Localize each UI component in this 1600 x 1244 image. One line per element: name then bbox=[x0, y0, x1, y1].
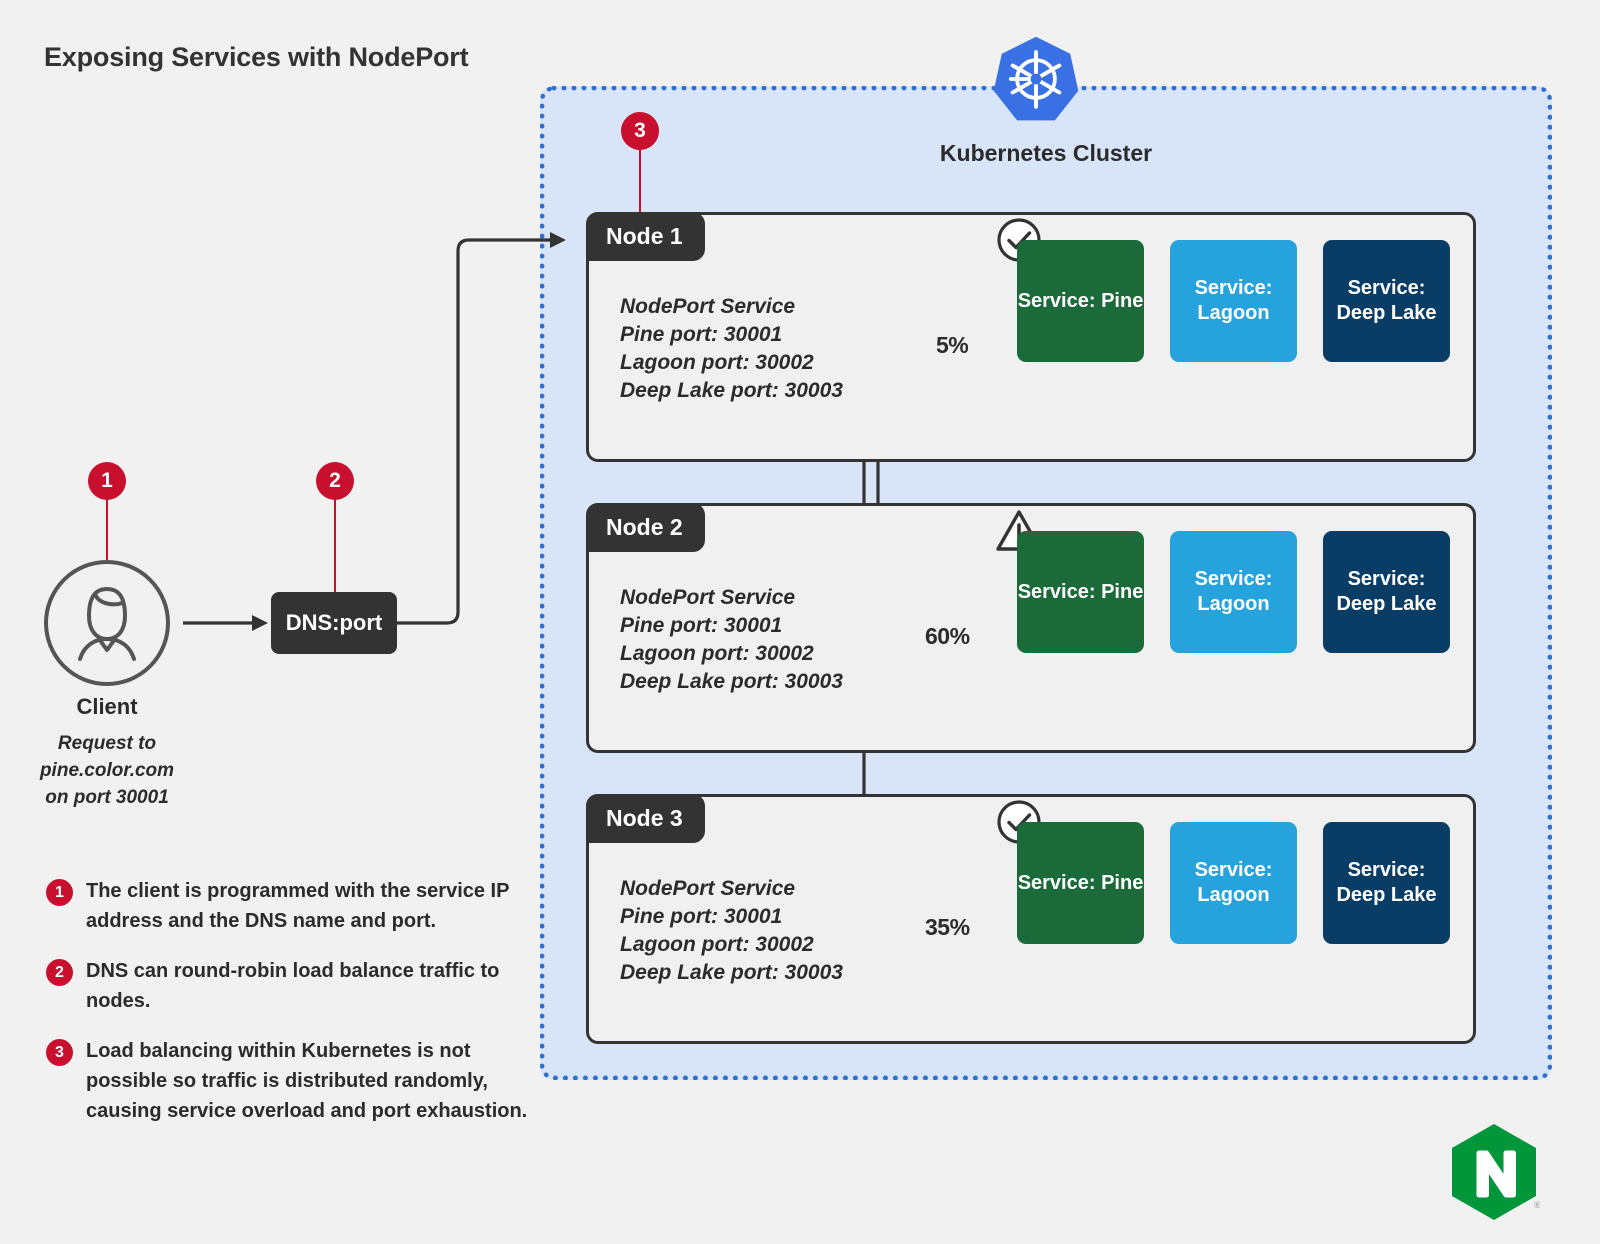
service-chip-lagoon[interactable]: Service: Lagoon bbox=[1170, 240, 1297, 362]
legend-text: The client is programmed with the servic… bbox=[86, 880, 510, 932]
nginx-logo: ® bbox=[1448, 1122, 1541, 1222]
legend-number: 1 bbox=[46, 879, 73, 906]
node-title: Node 2 bbox=[586, 503, 705, 552]
callout-pin-2: 2 bbox=[316, 462, 354, 500]
user-avatar-icon bbox=[44, 560, 170, 686]
page-title: Exposing Services with NodePort bbox=[44, 42, 469, 72]
service-chip-pine[interactable]: Service: Pine bbox=[1017, 531, 1144, 653]
service-chip-lagoon[interactable]: Service: Lagoon bbox=[1170, 822, 1297, 944]
node-card: Node 2 NodePort Service Pine port: 30001… bbox=[586, 503, 1476, 753]
client-label: Client bbox=[76, 694, 138, 719]
service-chip-pine[interactable]: Service: Pine bbox=[1017, 822, 1144, 944]
service-chip-deep-lake[interactable]: Service: Deep Lake bbox=[1323, 240, 1450, 362]
traffic-percent-label: 60% bbox=[925, 623, 970, 649]
legend-number: 2 bbox=[46, 959, 73, 986]
callout-pin-3: 3 bbox=[621, 112, 659, 150]
node-card: Node 3 NodePort Service Pine port: 30001… bbox=[586, 794, 1476, 1044]
legend-text: Load balancing within Kubernetes is not … bbox=[86, 1040, 528, 1122]
client-avatar-ring bbox=[44, 560, 170, 686]
node-details: NodePort Service Pine port: 30001 Lagoon… bbox=[620, 295, 843, 402]
legend-item: 1 The client is programmed with the serv… bbox=[46, 876, 546, 936]
legend-list: 1 The client is programmed with the serv… bbox=[46, 876, 546, 1146]
node-title: Node 1 bbox=[586, 212, 705, 261]
client-request-note: Request to pine.color.com on port 30001 bbox=[39, 733, 175, 808]
legend-text: DNS can round-robin load balance traffic… bbox=[86, 960, 500, 1012]
pin-stem bbox=[106, 498, 108, 560]
service-chip-lagoon[interactable]: Service: Lagoon bbox=[1170, 531, 1297, 653]
dns-port-box[interactable]: DNS:port bbox=[271, 592, 397, 654]
legend-number: 3 bbox=[46, 1039, 73, 1066]
traffic-percent-label: 5% bbox=[936, 332, 969, 358]
service-chip-deep-lake[interactable]: Service: Deep Lake bbox=[1323, 822, 1450, 944]
kubernetes-cluster-label: Kubernetes Cluster bbox=[939, 140, 1153, 166]
traffic-percent-label: 35% bbox=[925, 914, 970, 940]
legend-item: 2 DNS can round-robin load balance traff… bbox=[46, 956, 546, 1016]
node-card: Node 1 NodePort Service Pine port: 30001… bbox=[586, 212, 1476, 462]
service-chip-pine[interactable]: Service: Pine bbox=[1017, 240, 1144, 362]
kubernetes-logo bbox=[991, 34, 1081, 124]
node-title: Node 3 bbox=[586, 794, 705, 843]
legend-item: 3 Load balancing within Kubernetes is no… bbox=[46, 1036, 546, 1126]
node-details: NodePort Service Pine port: 30001 Lagoon… bbox=[620, 877, 843, 984]
pin-stem bbox=[334, 498, 336, 592]
callout-pin-1: 1 bbox=[88, 462, 126, 500]
svg-text:®: ® bbox=[1534, 1200, 1540, 1210]
node-details: NodePort Service Pine port: 30001 Lagoon… bbox=[620, 586, 843, 693]
service-chip-deep-lake[interactable]: Service: Deep Lake bbox=[1323, 531, 1450, 653]
pin-stem bbox=[639, 148, 641, 212]
